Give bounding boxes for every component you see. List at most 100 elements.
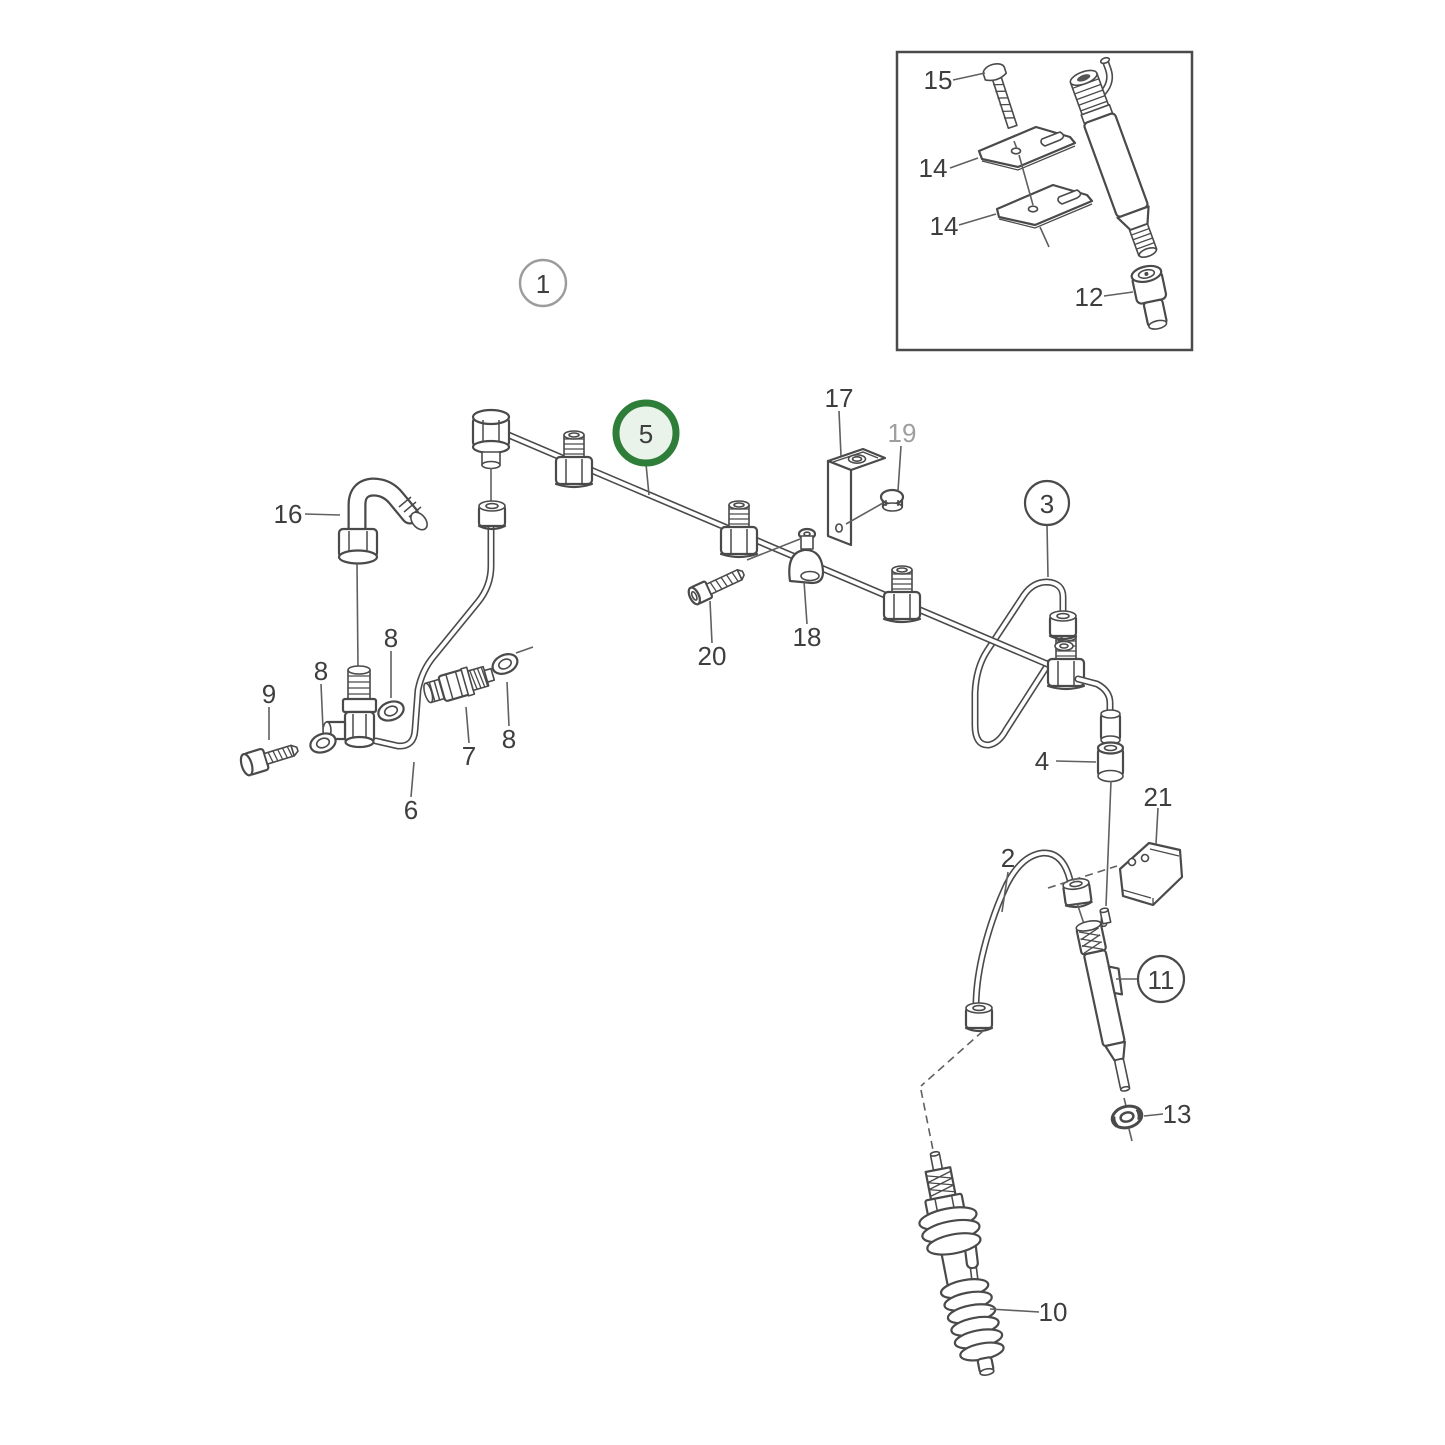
svg-text:13: 13 [1163,1099,1192,1129]
washer-8b [374,696,408,726]
washer-8c [488,649,522,679]
washer-13 [1110,1104,1144,1130]
svg-text:8: 8 [502,724,516,754]
assembly-line [515,646,534,654]
callout-9: 9 [262,679,276,740]
highlight-ring [612,399,680,467]
callout-10: 10 [989,1297,1067,1327]
callout-2: 2 [1001,843,1015,913]
svg-text:8: 8 [384,623,398,653]
clamp-plate-14b [995,183,1094,229]
delivery-valve-7 [423,665,496,704]
rail-fitting-1 [554,429,594,489]
callout-label-1: 1 [536,269,550,299]
inset-frame [895,50,1194,352]
callout-16: 16 [274,499,341,529]
callout-5-highlighted: 5 [612,399,680,496]
svg-text:4: 4 [1035,746,1049,776]
pipe-clamp-18 [788,527,825,585]
assembly-line [1076,902,1085,925]
inset-box [895,50,1194,352]
svg-text:17: 17 [825,383,854,413]
clamp-screw-20 [687,569,745,606]
screw-15 [982,62,1018,130]
nut-19 [879,488,905,512]
svg-text:6: 6 [404,795,418,825]
injector-11 [1075,907,1131,1092]
assembly-line [1013,140,1018,150]
svg-text:14: 14 [930,211,959,241]
callout-label-11: 11 [1148,965,1175,995]
inset-injector [1069,56,1158,259]
banjo-bolt-9 [239,744,299,777]
assembly-line [1123,1097,1127,1107]
callout-4: 4 [1035,746,1097,776]
fuel-pipe-6 [372,524,495,750]
svg-text:21: 21 [1144,782,1173,812]
sleeve-4 [1096,741,1125,783]
svg-text:8: 8 [314,656,328,686]
svg-text:14: 14 [919,153,948,183]
assembly-line [845,502,884,525]
rail-outlet-pipe [1074,675,1114,720]
assembly-line [1105,780,1112,907]
callout-20: 20 [698,600,727,671]
assembly-line [1039,226,1050,248]
callouts: 1 5 3 11 2 4 6 7 8 8 8 9 10 12 13 14 14 [262,65,1192,1327]
callout-15: 15 [924,65,986,95]
callout-label-3: 3 [1040,489,1054,519]
callout-21: 21 [1144,782,1173,845]
svg-text:20: 20 [698,641,727,671]
rail-fitting-2 [719,499,759,559]
assembly-dash [920,1030,984,1087]
svg-text:7: 7 [462,741,476,771]
svg-text:15: 15 [924,65,953,95]
callout-3: 3 [1023,479,1071,578]
clamp-21 [1118,841,1184,907]
pipe3-union-nut [1048,609,1078,641]
left-assembly [239,477,534,777]
svg-text:16: 16 [274,499,303,529]
callout-8c: 8 [502,681,516,754]
assembly-dash [920,1089,934,1151]
pipe-connector [1099,709,1122,745]
assembly-line [746,538,801,561]
callout-13: 13 [1143,1099,1192,1129]
callout-19: 19 [888,418,917,492]
callout-14b: 14 [930,211,997,241]
assembly-line [1128,1128,1133,1142]
fuel-pipe-3 [971,578,1067,749]
svg-text:19: 19 [888,418,917,448]
callout-8b: 8 [384,623,398,698]
callout-6: 6 [404,761,418,825]
callout-18: 18 [793,580,822,652]
callout-circle [518,258,568,308]
rail-cap-fitting [471,408,511,470]
svg-text:18: 18 [793,622,822,652]
assembly-line [1018,154,1034,206]
pipe2-lower-nut [964,1001,994,1033]
cap-nut-12 [1130,264,1168,330]
elbow-fitting-16 [337,477,428,565]
callout-8a: 8 [314,656,328,730]
injector-11-assembly [1075,907,1144,1142]
callout-7: 7 [462,706,476,771]
callout-label-5: 5 [639,419,653,449]
pipe6-union-nut [477,499,507,531]
fuel-rail-pipe-5 [502,430,1070,676]
svg-text:12: 12 [1075,282,1104,312]
callout-1: 1 [518,258,568,308]
injector-10 [918,1150,1005,1376]
pipe-2-assembly [920,841,1184,1151]
ferrule-hole [1059,643,1069,649]
rail-fitting-3 [882,564,922,624]
callout-11: 11 [1116,954,1186,1004]
fuel-rail-assembly [471,408,1125,907]
assembly-line [356,563,359,669]
callout-12: 12 [1075,282,1134,312]
highlight-fill [616,403,676,463]
callout-14a: 14 [919,153,979,183]
svg-text:9: 9 [262,679,276,709]
callout-17: 17 [825,383,854,457]
